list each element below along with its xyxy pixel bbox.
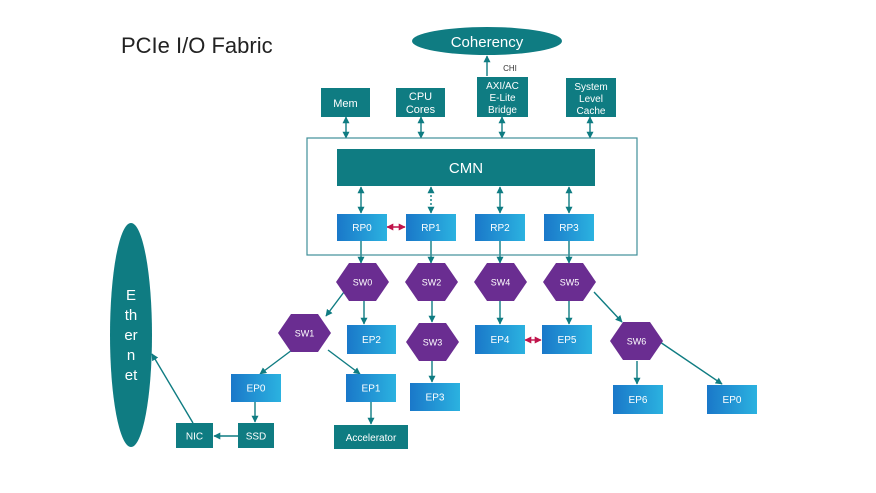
sw0-hexagon: SW0 bbox=[336, 263, 389, 301]
ep0-right-label: EP0 bbox=[723, 395, 742, 406]
mem-label: Mem bbox=[333, 98, 357, 110]
sw6-label: SW6 bbox=[627, 337, 647, 347]
cmn-frame bbox=[306, 137, 638, 256]
ethernet-ellipse: E th er n et bbox=[110, 223, 152, 447]
sw5-label: SW5 bbox=[560, 278, 580, 288]
link-sw6-ep0r bbox=[659, 341, 723, 385]
sw5-hexagon: SW5 bbox=[543, 263, 596, 301]
rp0-box: RP0 bbox=[337, 214, 387, 241]
mem-box: Mem bbox=[321, 88, 370, 117]
bridge-label-2: E-Lite bbox=[489, 93, 516, 104]
connectors bbox=[151, 55, 723, 440]
ep0-left-label: EP0 bbox=[247, 384, 266, 395]
cpu-cores-label-1: CPU bbox=[409, 91, 432, 103]
ssd-box: SSD bbox=[238, 423, 274, 448]
link-sw0-sw1 bbox=[325, 291, 345, 317]
accelerator-box: Accelerator bbox=[334, 425, 408, 449]
sw1-label: SW1 bbox=[295, 329, 315, 339]
ep5-label: EP5 bbox=[558, 335, 577, 346]
bridge-box: AXI/AC E-Lite Bridge bbox=[477, 77, 528, 117]
ep1-label: EP1 bbox=[362, 384, 381, 395]
ep4-box: EP4 bbox=[475, 325, 525, 354]
cpu-cores-box: CPU Cores bbox=[396, 88, 445, 117]
sw4-hexagon: SW4 bbox=[474, 263, 527, 301]
sw4-label: SW4 bbox=[491, 278, 511, 288]
link-sw5-sw6 bbox=[593, 291, 623, 323]
ep2-box: EP2 bbox=[347, 325, 396, 354]
sw2-hexagon: SW2 bbox=[405, 263, 458, 301]
sw0-label: SW0 bbox=[353, 278, 373, 288]
rp3-label: RP3 bbox=[559, 223, 579, 234]
ethernet-label-4: n bbox=[127, 347, 135, 364]
ethernet-label-3: er bbox=[124, 327, 137, 344]
link-sw1-ep0l bbox=[259, 349, 293, 375]
bridge-label-3: Bridge bbox=[488, 105, 517, 116]
ep3-label: EP3 bbox=[426, 393, 445, 404]
sw6-hexagon: SW6 bbox=[610, 322, 663, 360]
slc-label-3: Cache bbox=[577, 106, 606, 117]
ethernet-label-5: et bbox=[125, 367, 138, 384]
rp0-label: RP0 bbox=[352, 223, 372, 234]
ep0-left-box: EP0 bbox=[231, 374, 281, 402]
accelerator-label: Accelerator bbox=[346, 433, 397, 444]
ethernet-label-1: E bbox=[126, 287, 136, 304]
sw2-label: SW2 bbox=[422, 278, 442, 288]
rp2-box: RP2 bbox=[475, 214, 525, 241]
ep4-label: EP4 bbox=[491, 335, 510, 346]
sw3-hexagon: SW3 bbox=[406, 323, 459, 361]
chi-label: CHI bbox=[503, 64, 517, 73]
rp1-label: RP1 bbox=[421, 223, 441, 234]
ep6-box: EP6 bbox=[613, 385, 663, 414]
sw1-hexagon: SW1 bbox=[278, 314, 331, 352]
diagram-title: PCIe I/O Fabric bbox=[121, 33, 273, 58]
ep2-label: EP2 bbox=[362, 335, 381, 346]
rp1-box: RP1 bbox=[406, 214, 456, 241]
nic-box: NIC bbox=[176, 423, 213, 448]
bridge-label-1: AXI/AC bbox=[486, 81, 519, 92]
ethernet-label-2: th bbox=[125, 307, 138, 324]
cmn-label: CMN bbox=[449, 160, 483, 177]
slc-label-2: Level bbox=[579, 94, 603, 105]
slc-label-1: System bbox=[574, 82, 607, 93]
coherency-ellipse: Coherency bbox=[412, 27, 562, 55]
ssd-label: SSD bbox=[246, 432, 267, 443]
ep3-box: EP3 bbox=[410, 383, 460, 411]
ep1-box: EP1 bbox=[346, 374, 396, 402]
rp3-box: RP3 bbox=[544, 214, 594, 241]
rp2-label: RP2 bbox=[490, 223, 510, 234]
slc-box: System Level Cache bbox=[566, 78, 616, 117]
ep6-label: EP6 bbox=[629, 395, 648, 406]
sw3-label: SW3 bbox=[423, 338, 443, 348]
coherency-label: Coherency bbox=[451, 34, 524, 51]
nic-label: NIC bbox=[186, 432, 203, 443]
link-nic-ethernet bbox=[151, 353, 194, 424]
ep5-box: EP5 bbox=[542, 325, 592, 354]
cmn-block: CMN bbox=[337, 149, 595, 186]
ep0-right-box: EP0 bbox=[707, 385, 757, 414]
cpu-cores-label-2: Cores bbox=[406, 104, 436, 116]
link-sw1-ep1 bbox=[327, 349, 361, 375]
